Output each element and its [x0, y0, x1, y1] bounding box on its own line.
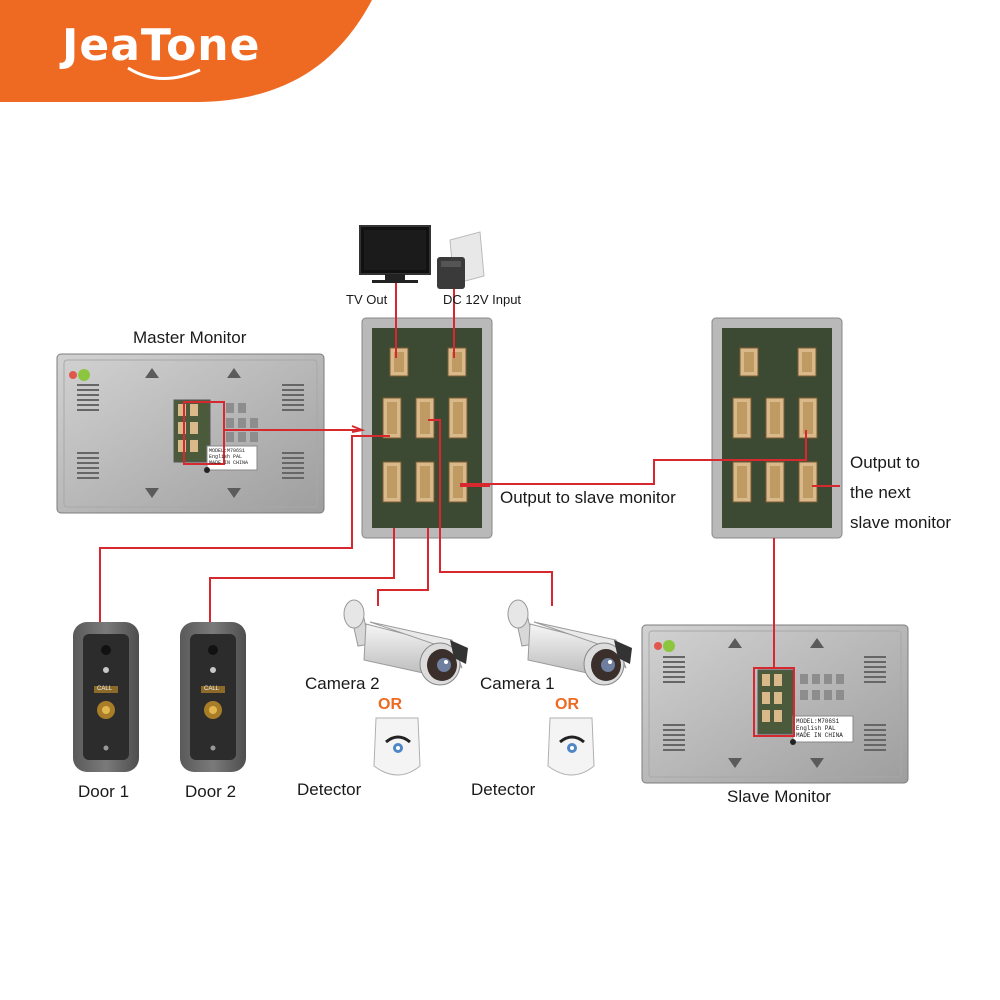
door-2-label: Door 2 [185, 782, 237, 801]
tv-out-label: TV Out [346, 292, 388, 307]
output-next-line: slave monitor [850, 513, 952, 532]
slave-monitor-panel [641, 624, 909, 784]
tv-icon [359, 225, 431, 283]
slave-sticker: MODEL:M706S1 English PAL MADE IN CHINA [796, 718, 843, 739]
door-2-unit [180, 622, 246, 772]
wiring [99, 283, 840, 668]
door-1-unit [73, 622, 139, 772]
power-adapter-icon [437, 231, 485, 289]
slave-monitor-label: Slave Monitor [727, 787, 831, 806]
slave-sticker-line: English PAL [796, 725, 836, 732]
slave-connector-board [711, 317, 843, 539]
camera-2-unit [343, 599, 469, 686]
output-next-label: Output to the next slave monitor [850, 448, 951, 538]
camera-2-label: Camera 2 [305, 674, 380, 693]
master-connector-board [361, 317, 493, 539]
slave-sticker-line: MADE IN CHINA [796, 732, 843, 739]
master-monitor-label: Master Monitor [133, 328, 247, 347]
master-sticker: MODEL:M706S1 English PAL MADE IN CHINA [209, 448, 248, 466]
detector-2-unit [546, 716, 596, 777]
dc-input-label: DC 12V Input [443, 292, 522, 307]
slave-sticker-line: MODEL:M706S1 [796, 718, 840, 725]
detector-2-label: Detector [471, 780, 536, 799]
brand-logo: JeaTone [62, 20, 261, 71]
master-sticker-line: English PAL [209, 454, 243, 460]
or-label-2: OR [555, 696, 579, 713]
output-next-line: Output to [850, 453, 920, 472]
door-2-call-text: CALL [204, 686, 220, 692]
door-1-label: Door 1 [78, 782, 130, 801]
detector-1-label: Detector [297, 780, 362, 799]
camera-1-unit [507, 599, 633, 686]
detector-1-unit [372, 716, 422, 777]
output-next-line: the next [850, 483, 911, 502]
brand-banner [0, 0, 372, 102]
output-slave-label: Output to slave monitor [500, 488, 676, 507]
master-monitor-panel [56, 353, 325, 514]
or-label-1: OR [378, 696, 402, 713]
camera-1-label: Camera 1 [480, 674, 555, 693]
master-sticker-line: MADE IN CHINA [209, 460, 249, 466]
master-sticker-line: MODEL:M706S1 [209, 448, 246, 454]
door-1-call-text: CALL [97, 686, 113, 692]
